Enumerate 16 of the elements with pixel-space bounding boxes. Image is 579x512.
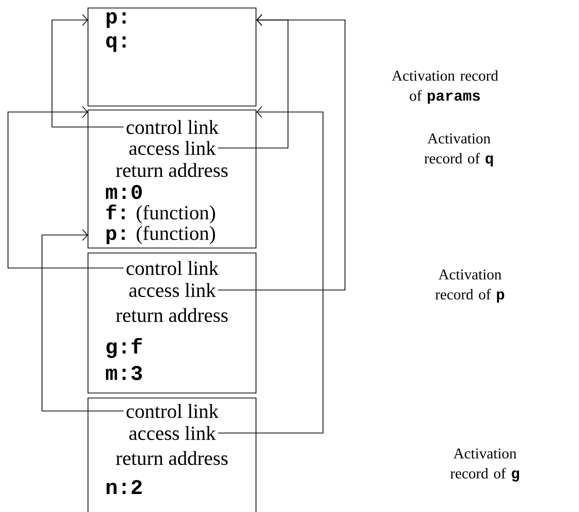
arrow [8, 106, 124, 268]
link-field: control link [126, 120, 219, 134]
link-field: access link [129, 282, 216, 298]
arrow [52, 14, 124, 128]
record-label: Activation record of params [392, 70, 498, 104]
stack-frame: p: q: [88, 8, 256, 106]
record-label: Activation record of q [424, 133, 493, 167]
link-field: access link [129, 426, 216, 440]
link-field: access link [129, 140, 216, 156]
arrow [42, 229, 124, 412]
arrow [218, 14, 346, 290]
record-label: Activation record of g [450, 448, 520, 482]
record-label: Activation record of p [435, 269, 504, 303]
link-field: control link [126, 260, 219, 276]
link-field: control link [126, 404, 219, 418]
arrow [218, 106, 324, 434]
